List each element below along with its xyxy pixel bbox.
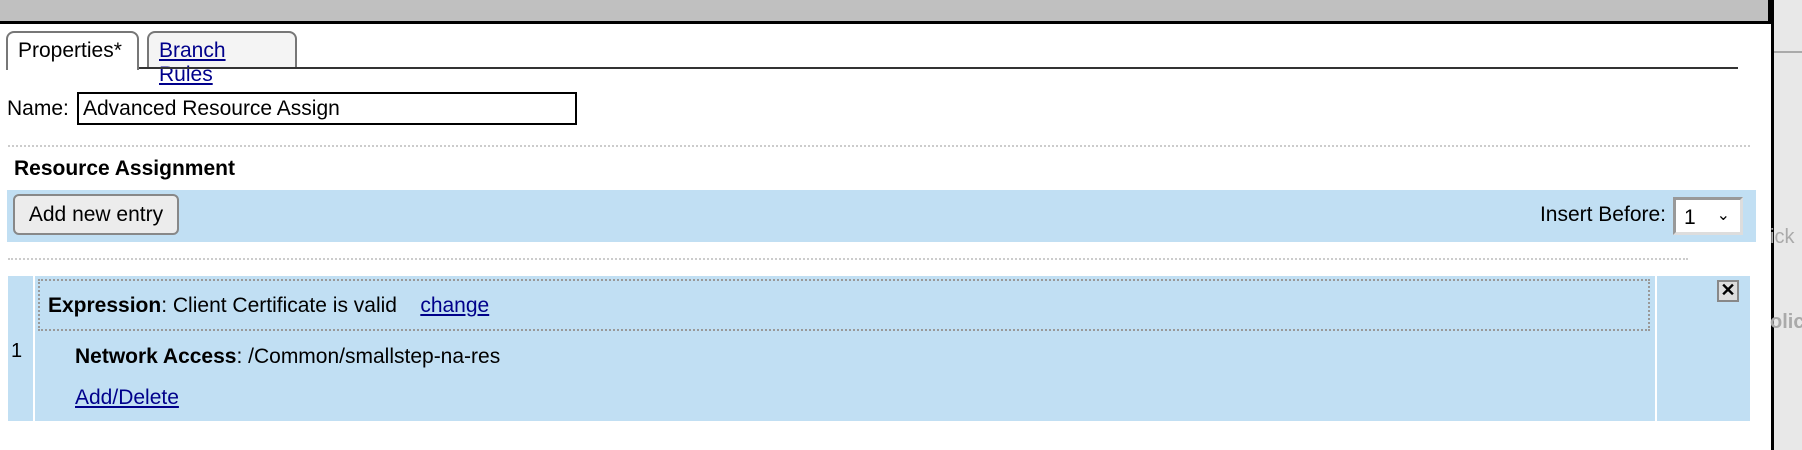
- divider: [8, 145, 1750, 147]
- chevron-down-icon: ⌄: [1716, 207, 1730, 224]
- add-new-entry-button[interactable]: Add new entry: [13, 194, 179, 235]
- tab-branch-rules[interactable]: Branch Rules: [147, 31, 297, 86]
- entry-row: 1 Expression: Client Certificate is vali…: [8, 276, 1750, 421]
- background-text: olic: [1770, 311, 1802, 333]
- section-heading: Resource Assignment: [14, 157, 235, 180]
- change-link[interactable]: change: [420, 294, 490, 317]
- network-access-value: : /Common/smallstep-na-res: [236, 345, 501, 368]
- insert-before-label: Insert Before:: [1539, 203, 1666, 226]
- name-label: Name:: [7, 97, 69, 120]
- add-delete-link[interactable]: Add/Delete: [75, 386, 179, 409]
- entry-number: 1: [11, 340, 23, 362]
- expression-label: Expression: [48, 294, 162, 317]
- background-panel: ick olic: [1770, 0, 1802, 450]
- close-icon[interactable]: ✕: [1717, 280, 1739, 302]
- tab-label[interactable]: Branch Rules: [159, 39, 226, 86]
- window-border: [1771, 0, 1774, 450]
- name-input[interactable]: [77, 92, 577, 125]
- entry-toolbar: Add new entry Insert Before: 1 ⌄: [7, 190, 1756, 242]
- expression-value: : Client Certificate is valid: [161, 294, 397, 317]
- background-text: ick: [1770, 226, 1795, 248]
- dialog-title-bar: [0, 0, 1771, 24]
- expression-box: Expression: Client Certificate is valid …: [38, 279, 1650, 331]
- insert-before-select[interactable]: 1 ⌄: [1673, 197, 1743, 235]
- tab-divider: [6, 67, 1738, 69]
- network-access-label: Network Access: [75, 345, 237, 368]
- tab-label: Properties*: [18, 39, 122, 62]
- divider: [8, 258, 1688, 260]
- tab-properties[interactable]: Properties*: [6, 31, 139, 70]
- insert-before-value: 1: [1684, 206, 1696, 229]
